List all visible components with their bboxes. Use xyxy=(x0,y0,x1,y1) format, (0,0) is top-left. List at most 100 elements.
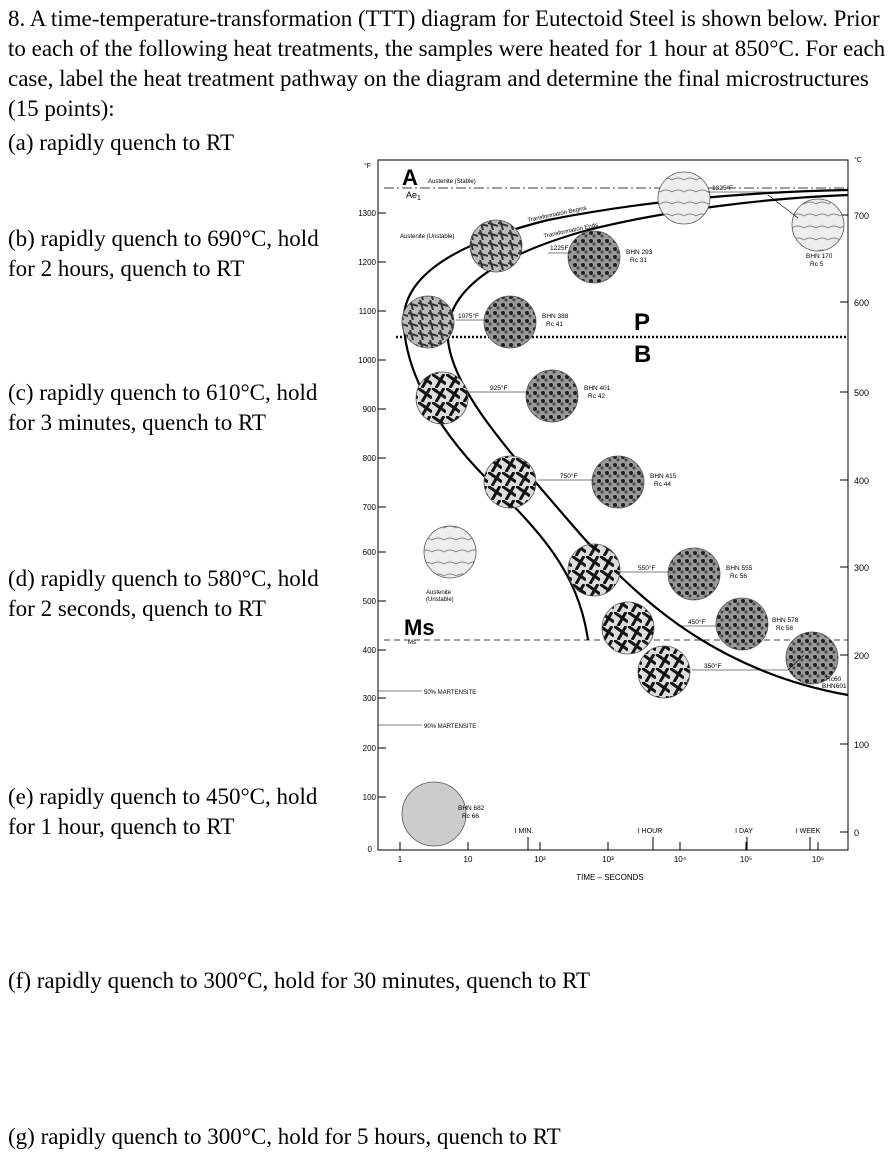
temp-750: 750°F xyxy=(560,472,577,480)
micrograph-750 xyxy=(483,455,537,509)
time-mark-day: I DAY xyxy=(735,828,753,835)
ae1-sub: 1 xyxy=(417,195,421,202)
tick-left-400: 400 xyxy=(363,646,377,655)
tick-right-400: 400 xyxy=(854,476,869,486)
part-f: (f) rapidly quench to 300°C, hold for 30… xyxy=(8,968,591,993)
micrograph-martensite xyxy=(401,781,467,847)
hardness-labels: BHN 170 Rc 5 BHN 293 Rc 31 BHN 388 Rc 41… xyxy=(458,249,847,820)
temperature-labels: 1325°F 1225F 1075°F 925°F 750°F 550°F 45… xyxy=(458,184,733,670)
part-a: (a) rapidly quench to RT xyxy=(8,130,234,155)
part-c: (c) rapidly quench to 610°C, hold for 3 … xyxy=(8,380,318,435)
austenite-unstable-label: Austenite (Unstable) xyxy=(400,234,454,240)
temp-1075: 1075°F xyxy=(458,312,479,320)
micrograph-pearlite-388 xyxy=(483,295,537,349)
micrograph-bainite-415 xyxy=(591,455,645,509)
micrograph-1325 xyxy=(657,171,711,225)
pearlite-label: P xyxy=(634,309,650,336)
micrograph-bainite-601 xyxy=(785,631,839,685)
left-axis: 1300 1200 1100 1000 900 800 700 600 500 … xyxy=(358,209,386,854)
hardness-555-bhn: BHN 555 xyxy=(726,565,753,572)
time-mark-hour: I HOUR xyxy=(638,828,663,835)
part-d: (d) rapidly quench to 580°C, hold for 2 … xyxy=(8,566,319,621)
hardness-682-rc: Rc 66 xyxy=(462,813,479,820)
tick-right-700: 700 xyxy=(854,211,869,221)
micrograph-350 xyxy=(637,645,691,699)
hardness-293-rc: Rc 31 xyxy=(630,257,647,264)
martensite-90-label: 90% MARTENSITE xyxy=(424,724,476,730)
tick-left-1000: 1000 xyxy=(358,356,376,365)
x-axis: 1 10 10² 10³ 10⁴ 10⁵ 10⁶ TIME – SECONDS … xyxy=(398,828,824,882)
temp-1325: 1325°F xyxy=(712,184,733,192)
time-mark-min: I MIN. xyxy=(515,828,534,835)
ae1-label: Ae1 xyxy=(406,190,421,202)
tick-left-100: 100 xyxy=(363,793,377,802)
hardness-601-rc: Rc60 xyxy=(826,676,842,683)
tick-left-900: 900 xyxy=(363,405,377,414)
question-body: A time-temperature-transformation (TTT) … xyxy=(8,6,886,121)
tick-left-500: 500 xyxy=(363,597,377,606)
micrograph-1075 xyxy=(401,295,455,349)
tick-right-300: 300 xyxy=(854,563,869,573)
hardness-401-bhn: BHN 401 xyxy=(584,385,611,392)
ms-temp-label: Ms xyxy=(408,640,416,646)
tick-left-700: 700 xyxy=(363,503,377,512)
micrograph-austenite xyxy=(423,525,477,579)
hardness-682-bhn: BHN 682 xyxy=(458,805,485,812)
tick-x-10: 10 xyxy=(464,855,473,864)
tick-right-200: 200 xyxy=(854,651,869,661)
tick-left-200: 200 xyxy=(363,744,377,753)
temp-925: 925°F xyxy=(490,384,507,392)
hardness-415-rc: Rc 44 xyxy=(654,481,671,488)
tick-x-100: 10² xyxy=(534,855,546,864)
micrograph-bainite-578 xyxy=(715,597,769,651)
tick-left-600: 600 xyxy=(363,548,377,557)
micrograph-925 xyxy=(415,371,469,425)
austenite-photo-label-2: (Unstable) xyxy=(426,597,454,603)
tick-right-600: 600 xyxy=(854,298,869,308)
micrograph-1225 xyxy=(469,219,523,273)
tick-right-0: 0 xyxy=(854,828,859,838)
martensite-50-label: 50% MARTENSITE xyxy=(424,690,476,696)
ttt-diagram: °F °C 1300 1200 1100 1000 900 800 700 60… xyxy=(358,156,869,882)
tick-left-1200: 1200 xyxy=(358,258,376,267)
temp-arrows xyxy=(456,191,805,671)
time-mark-week: I WEEK xyxy=(796,828,821,835)
micrograph-450 xyxy=(601,601,655,655)
hardness-388-rc: Rc 41 xyxy=(546,321,563,328)
micrograph-pearlite-293 xyxy=(567,230,621,284)
part-e: (e) rapidly quench to 450°C, hold for 1 … xyxy=(8,784,318,839)
hardness-578-bhn: BHN 578 xyxy=(772,617,799,624)
tick-left-1100: 1100 xyxy=(359,307,377,316)
part-b: (b) rapidly quench to 690°C, hold for 2 … xyxy=(8,226,319,281)
question-text: 8. A time-temperature-transformation (TT… xyxy=(8,4,892,124)
tick-x-10000: 10⁴ xyxy=(674,855,687,864)
tick-x-1: 1 xyxy=(398,855,403,864)
hardness-401-rc: Rc 42 xyxy=(588,393,605,400)
hardness-601-bhn: BHN601 xyxy=(822,683,847,690)
temp-550: 550°F xyxy=(638,564,655,572)
tick-left-300: 300 xyxy=(363,694,377,703)
tick-left-1300: 1300 xyxy=(358,209,376,218)
micrograph-coarse-pearlite xyxy=(791,198,845,252)
tick-left-0: 0 xyxy=(368,845,373,854)
tick-right-500: 500 xyxy=(854,388,869,398)
hardness-170-rc: Rc 5 xyxy=(810,261,824,268)
right-axis: 700 600 500 400 300 200 100 0 xyxy=(840,211,869,838)
tick-x-1e5: 10⁵ xyxy=(740,855,752,864)
unit-right: °C xyxy=(854,156,862,164)
ae1-main: Ae xyxy=(406,190,417,200)
question-number: 8. xyxy=(8,6,26,31)
micrograph-bainite-401 xyxy=(525,369,579,423)
austenite-region-label: A xyxy=(402,165,418,190)
bainite-label: B xyxy=(634,341,651,368)
hardness-555-rc: Rc 56 xyxy=(730,573,747,580)
hardness-415-bhn: BHN 415 xyxy=(650,473,677,480)
ms-label: Ms xyxy=(404,615,435,640)
austenite-stable-label: Austenite (Stable) xyxy=(428,179,476,185)
hardness-170-bhn: BHN 170 xyxy=(806,253,833,260)
unit-left: °F xyxy=(364,162,371,170)
hardness-578-rc: Rc 58 xyxy=(776,625,793,632)
x-axis-label: TIME – SECONDS xyxy=(576,873,644,882)
tick-x-1000: 10³ xyxy=(602,855,614,864)
austenite-photo-label: Austenite xyxy=(426,590,452,596)
